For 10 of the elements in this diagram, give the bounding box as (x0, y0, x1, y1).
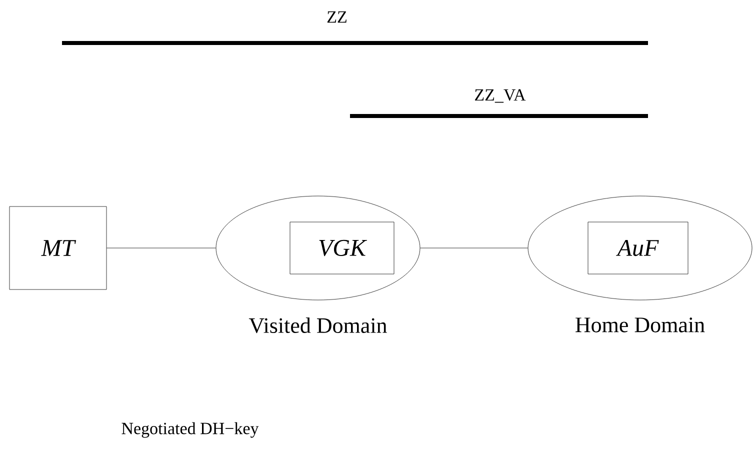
text-box: VGK (290, 222, 394, 274)
domain-label: Home Domain (576, 318, 705, 332)
text-label: ZZ_VA (475, 89, 526, 103)
domain-ellipse (216, 196, 420, 300)
domain-label: Visited Domain (248, 318, 387, 334)
text-box: AuF (588, 222, 688, 274)
text-label: ZZ (327, 11, 346, 23)
domain-ellipse (528, 196, 752, 300)
text-box: MT (9, 206, 107, 290)
text-label: Negotiated DH−key (122, 422, 259, 438)
